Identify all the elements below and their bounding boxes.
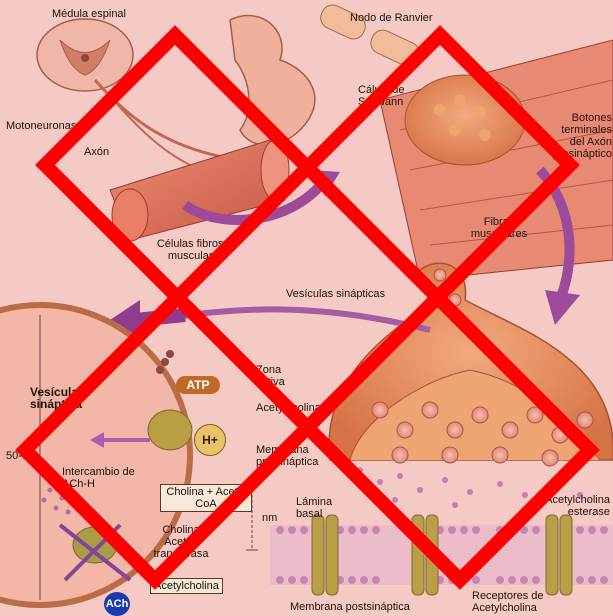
label-axon: Axón bbox=[84, 146, 109, 158]
ach-badge: ACh bbox=[104, 592, 130, 616]
label-size-nm: nm bbox=[262, 512, 277, 524]
label-basal-lamina: Lámina basal bbox=[296, 496, 336, 520]
label-presynaptic-membrane: Membrana prtesináptica bbox=[256, 444, 334, 468]
label-postsynaptic-membrane: Membrana postsináptica bbox=[290, 601, 410, 613]
label-terminal-buttons: Botones terminales del Axón presináptico bbox=[548, 112, 612, 160]
box-choline-acetyl-coa: Cholina + Acetyl CoA bbox=[160, 484, 252, 512]
label-acetylcholine: Acetylcholina bbox=[256, 402, 321, 414]
label-active-zone: Zona activa bbox=[256, 364, 296, 388]
label-node-of-ranvier: Nodo de Ranvier bbox=[350, 12, 433, 24]
label-schwann-cell: Cálula de Schwann bbox=[358, 84, 420, 108]
label-muscle-fiber-cells: Células fibrosas musculares bbox=[148, 238, 244, 262]
atp-badge: ATP bbox=[176, 376, 220, 394]
label-ach-h-exchange: Intercambio de ACh-H bbox=[62, 466, 146, 490]
label-synaptic-vesicles: Vesículas sinápticas bbox=[286, 288, 385, 300]
label-motor-neurons: Motoneuronas bbox=[6, 120, 76, 132]
label-choline-acetyltransferase: Cholina Acetyl-transferasa bbox=[146, 524, 216, 560]
label-ach-esterase: Acetylcholina esterase bbox=[540, 494, 610, 518]
label-ach-receptors: Receptores de Acetylcholina bbox=[472, 590, 562, 614]
box-acetylcholine: Acetylcholina bbox=[150, 578, 223, 594]
label-spinal-cord: Médula espinal bbox=[52, 8, 126, 20]
label-size-50-60: 50-60 bbox=[6, 450, 34, 462]
label-synaptic-vesicle-title: Vesícula sináptica bbox=[30, 386, 100, 410]
label-muscle-fibers: Fibras musculares bbox=[468, 216, 530, 240]
h-plus-badge: H+ bbox=[194, 424, 226, 456]
